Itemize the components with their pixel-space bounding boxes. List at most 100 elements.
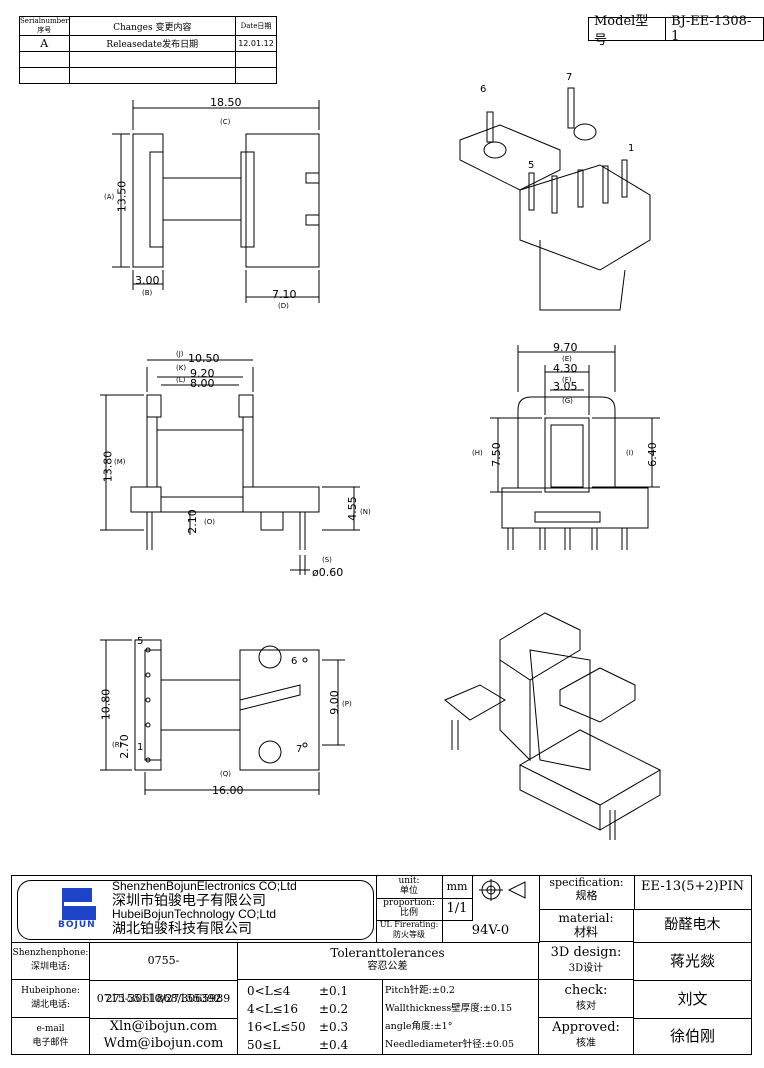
sz-phone-label-cn: 深圳电话:: [30, 962, 71, 972]
dim-9-00: 9.00: [327, 690, 341, 715]
email-1: Xln@ibojun.com: [109, 1019, 218, 1034]
email-2: Wdm@ibojun.com: [103, 1036, 224, 1051]
unit-label-cn: 单位: [399, 886, 418, 896]
iso-view-top: [459, 87, 651, 311]
tag-R: (R): [112, 741, 123, 749]
company-cn-1: 深圳市铂骏电子有限公司: [112, 892, 266, 908]
dim-3-05: 3.05: [553, 380, 578, 393]
logo: BOJUN: [58, 886, 102, 930]
tag-Q: (Q): [220, 770, 231, 778]
note-angle: angle角度:±1°: [385, 1021, 453, 1032]
tag-P: (P): [342, 700, 352, 708]
note-needle: Needlediameter针径:±0.05: [385, 1039, 515, 1050]
material-label: material:: [558, 911, 614, 925]
note-pitch: Pitch针距:±0.2: [385, 985, 455, 996]
iso-pin-6: [486, 111, 494, 143]
tol-value: ±0.2: [319, 1002, 349, 1016]
tol-value: ±0.3: [319, 1020, 349, 1034]
tag-C: (C): [220, 118, 231, 126]
iso-label-7: 7: [566, 72, 573, 83]
top-body-right: [245, 133, 320, 268]
tol-row: 50≤L±0.4: [247, 1036, 382, 1054]
dim-10-50: 10.50: [188, 352, 220, 365]
unit-value: mm: [442, 876, 473, 899]
tol-row: 0<L≤4 ±0.1: [247, 982, 382, 1000]
dim-0-60: 0.60: [318, 566, 344, 579]
design-label: 3D design:: [550, 945, 622, 960]
dim-8-00: 8.00: [190, 377, 215, 390]
ul-value: 94V-0: [471, 923, 510, 938]
tag-L: (L): [176, 376, 186, 384]
top-notch: [305, 172, 320, 184]
approved-value: 徐伯刚: [669, 1027, 715, 1045]
material-value: 酚醛电木: [634, 909, 751, 943]
bottom-hole: [258, 645, 282, 669]
rev-empty: [68, 67, 237, 84]
approved-label-cn: 核准: [576, 1038, 596, 1049]
bottom-pin-7: 7: [296, 744, 303, 755]
revision-table: Serialnumber序号 Changes 变更内容 Date日期 A Rel…: [19, 16, 277, 84]
projection-symbol-icon: [479, 879, 526, 901]
iso-label-1: 1: [628, 143, 635, 154]
bottom-hole: [258, 740, 282, 764]
model-label: Model型号: [594, 14, 649, 48]
tol-range: 16<L≤50: [247, 1020, 306, 1034]
side-view: [490, 345, 660, 550]
top-view: [112, 100, 320, 303]
dim-6-40: 6.40: [645, 442, 659, 467]
bottom-view: [100, 639, 345, 795]
ul-label: UL Firerating:: [379, 920, 439, 929]
design-label-cn: 3D设计: [568, 963, 604, 974]
tag-N: (N): [360, 508, 371, 516]
phi-symbol: ø: [312, 566, 319, 579]
tag-F: (F): [562, 376, 572, 384]
dim-3-00: 3.00: [135, 274, 160, 287]
spec-label-cn: 规格: [575, 889, 598, 902]
side-core-inner: [550, 424, 584, 488]
dim-16-00: 16.00: [212, 784, 244, 797]
spec-value: EE-13(5+2)PIN: [634, 876, 751, 910]
check-label: check:: [564, 983, 608, 998]
material-label-cn: 材料: [573, 925, 598, 939]
hb-phone: 0715-3061868/3065989: [90, 980, 238, 1019]
tag-E: (E): [562, 355, 572, 363]
company-box: BOJUN ShenzhenBojunElectronics CO;Ltd 深圳…: [12, 876, 377, 943]
dim-phi-0-60: ø0.60: [312, 566, 343, 579]
bottom-pin-6: 6: [291, 656, 298, 667]
logo-text: BOJUN: [58, 920, 96, 930]
check-label-cn: 核对: [576, 1001, 596, 1012]
email-label-cn: 电子邮件: [32, 1038, 69, 1048]
dim-18-50: 18.50: [210, 96, 242, 109]
tol-value: ±0.1: [319, 984, 349, 998]
rev-empty: [235, 67, 277, 84]
notes-list: Pitch针距:±0.2 Wallthickness壁厚度:±0.15 angl…: [383, 980, 539, 1054]
dim-9-70: 9.70: [553, 341, 578, 354]
tolerance-list: 0<L≤4 ±0.1 4<L≤16 ±0.2 16<L≤50 ±0.3 50≤L±0.…: [237, 980, 383, 1054]
dim-4-55: 4.55: [345, 496, 359, 521]
sz-phone: 0755-27155110/27155392: [90, 942, 238, 1005]
company-en-2: HubeiBojunTechnology CO;Ltd: [112, 907, 277, 921]
dim-7-50: 7.50: [489, 442, 503, 467]
unit-label: unit:: [398, 876, 420, 886]
tag-K: (K): [176, 364, 187, 372]
email-label: e-mail: [36, 1024, 65, 1034]
proportion-value: 1/1: [442, 898, 473, 921]
sz-phone-label: Shenzhenphone:: [12, 948, 89, 958]
tol-range: 0<L≤4: [247, 984, 291, 998]
tag-S: (S): [322, 556, 332, 564]
unit-block: unit: 单位 mm proportion: 比例 1/1 UL Firera…: [376, 876, 540, 943]
proportion-label-cn: 比例: [399, 908, 418, 918]
hb-phone-label: Hubeiphone:: [21, 986, 80, 996]
company-cn-2: 湖北铂骏科技有限公司: [112, 920, 252, 936]
tag-H: (H): [472, 449, 483, 457]
tol-range: 50≤L: [247, 1038, 281, 1052]
tag-A: (A): [104, 193, 115, 201]
tag-J: (J): [176, 350, 184, 358]
tag-O: (O): [204, 518, 215, 526]
bottom-pin-1: 1: [137, 742, 144, 753]
tol-range: 4<L≤16: [247, 1002, 298, 1016]
dim-2-10: 2.10: [185, 509, 199, 534]
projection-icon: [473, 876, 539, 920]
approved-label: Approved:: [552, 1020, 620, 1035]
spec-label: specification:: [549, 876, 624, 889]
